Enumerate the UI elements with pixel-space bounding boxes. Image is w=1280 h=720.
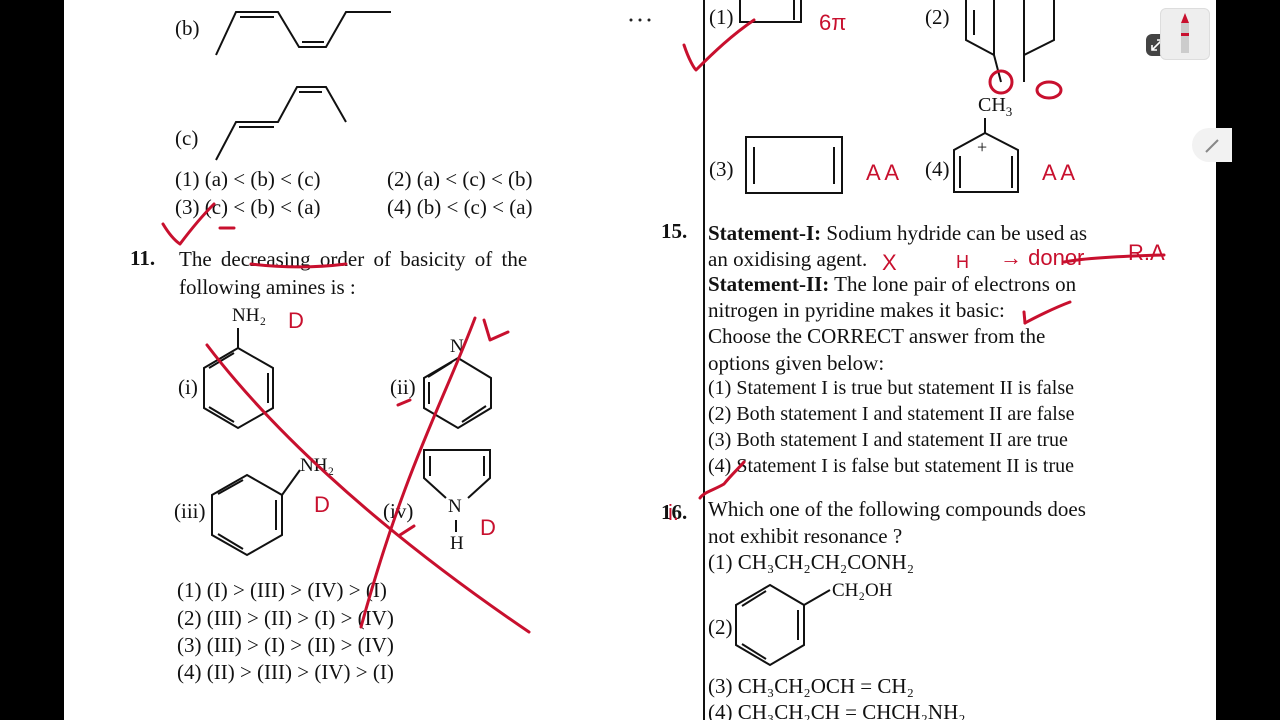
q15-number: 15. — [661, 219, 688, 243]
side-pencil-button[interactable] — [1192, 128, 1232, 162]
q15-statement-1: Statement-I: Sodium hydride can be used … — [708, 221, 1088, 245]
q11-note-d-i: D — [288, 308, 304, 333]
q15-note-x: X — [882, 250, 897, 275]
q11-option-2: (2) (III) > (II) > (I) > (IV) — [177, 606, 394, 630]
q15-tick-option-4 — [698, 460, 746, 500]
q10-option-3: (3) (c) < (b) < (a) — [175, 195, 321, 219]
q11-aniline-nh2: NH₂ — [232, 305, 267, 326]
q15-statement-1-line2: an oxidising agent. — [708, 247, 868, 271]
q11-pyrrole-structure — [423, 449, 491, 532]
q14-option-3-structure — [745, 136, 843, 194]
q15-option-1: (1) Statement I is true but statement II… — [708, 377, 1075, 399]
q10-option-2: (2) (a) < (c) < (b) — [387, 167, 533, 191]
q11-dash-iv — [398, 524, 416, 537]
pen-icon — [1181, 13, 1189, 53]
q15-statement-2-line2: nitrogen in pyridine makes it basic: — [708, 298, 1005, 322]
q15-arrow-line — [1062, 253, 1166, 264]
q10-option-4: (4) (b) < (c) < (a) — [387, 195, 533, 219]
q15-option-2: (2) Both statement I and statement II ar… — [708, 403, 1075, 425]
pencil-icon — [1205, 139, 1219, 153]
q11-option-1: (1) (I) > (III) > (IV) > (I) — [177, 578, 387, 602]
q14-option-2-label: (2) — [925, 5, 950, 29]
q16-option-3: (3) CH₃CH₂OCH = CH₂ — [708, 674, 914, 698]
chemical-structures: 6π A A A A X H → donor R.A D D D i. — [161, 0, 1166, 667]
q11-pyrrole-n: N — [448, 496, 462, 517]
q14-option-3-label: (3) — [709, 157, 734, 181]
q14-option-2-structure — [965, 0, 1055, 83]
q11-label-ii: (ii) — [390, 375, 416, 399]
q15-prompt-line1: Choose the CORRECT answer from the — [708, 324, 1046, 348]
q11-option-4: (4) (II) > (III) > (IV) > (I) — [177, 660, 394, 684]
q16-text-line2: not exhibit resonance ? — [708, 524, 903, 548]
q11-underline-decreasing — [249, 262, 348, 269]
q15-tick-statement-2-stem — [1022, 310, 1027, 325]
q11-tick-pyridine — [482, 318, 510, 342]
pen-tool-button[interactable] — [1160, 8, 1210, 60]
q10-part-b-label: (b) — [175, 16, 200, 40]
q11-dash-ii — [396, 398, 412, 407]
q14-note-aa-4: A A — [1042, 160, 1075, 185]
q14-option-4-structure — [953, 118, 1019, 193]
q11-cross-line-1 — [205, 343, 531, 634]
q11-label-iii: (iii) — [174, 499, 206, 523]
q14-circle-2 — [1035, 80, 1063, 100]
q14-note-aa-3: A A — [866, 160, 899, 185]
q15-note-h: H — [956, 252, 969, 272]
q16-option-4: (4) CH₃CH₂CH = CHCH₂NH₂ — [708, 700, 966, 720]
q15-tick-statement-2 — [1023, 300, 1072, 325]
q16-number: 16. — [661, 500, 688, 524]
q16-text-line1: Which one of the following compounds doe… — [708, 497, 1086, 521]
more-dots-icon[interactable] — [628, 10, 656, 22]
q14-circle-1 — [988, 69, 1014, 95]
q11-note-d-iii: D — [314, 492, 330, 517]
q15-option-4: (4) Statement I is false but statement I… — [708, 455, 1075, 477]
q11-text-line2: following amines is : — [179, 275, 356, 299]
q11-cross-line-2 — [359, 316, 477, 629]
q11-label-i: (i) — [178, 375, 198, 399]
q10-part-c-label: (c) — [175, 126, 199, 150]
q16-benzyl-alcohol-structure — [735, 583, 831, 667]
q14-note-6pi: 6π — [819, 10, 846, 35]
q14-methyl-group: CH3 — [978, 94, 1013, 119]
q10-b-triene-structure — [215, 11, 391, 56]
q15-note-ra: R.A — [1128, 240, 1165, 265]
q15-prompt-line2: options given below: — [708, 351, 885, 375]
q11-option-3: (3) (III) > (I) > (II) > (IV) — [177, 633, 394, 657]
column-divider — [703, 0, 705, 720]
q11-pyrrole-h: H — [450, 533, 464, 554]
q14-option-4-label: (4) — [925, 157, 950, 181]
q10-option-1: (1) (a) < (b) < (c) — [175, 167, 321, 191]
q10-c-triene-structure — [215, 86, 347, 161]
q15-note-donor: → donor — [1000, 245, 1084, 270]
q16-note-i: i. — [668, 500, 679, 525]
q11-note-d-iv: D — [480, 515, 496, 540]
q10-tick-mark — [161, 202, 216, 246]
q11-aniline-structure — [203, 328, 274, 430]
q15-option-3: (3) Both statement I and statement II ar… — [708, 429, 1068, 451]
q16-option-2-label: (2) — [708, 615, 733, 639]
q16-option-1: (1) CH₃CH₂CH₂CONH₂ — [708, 550, 915, 574]
q15-statement-2: Statement-II: The lone pair of electrons… — [708, 272, 1077, 296]
q14-option-1-label: (1) — [709, 5, 734, 29]
document-page: (b) (c) (1) (a) < (b) < (c) (2) (a) < (c… — [64, 0, 1216, 720]
q11-benzylamine-structure — [211, 469, 301, 557]
q16-option-2-ch2oh: CH₂OH — [832, 580, 893, 601]
q11-pyridine-structure — [423, 356, 492, 430]
q14-cation-plus: + — [977, 137, 988, 157]
q14-option-1-structure — [739, 0, 802, 23]
q11-number: 11. — [130, 246, 156, 270]
q14-tick-option-1 — [682, 18, 756, 72]
